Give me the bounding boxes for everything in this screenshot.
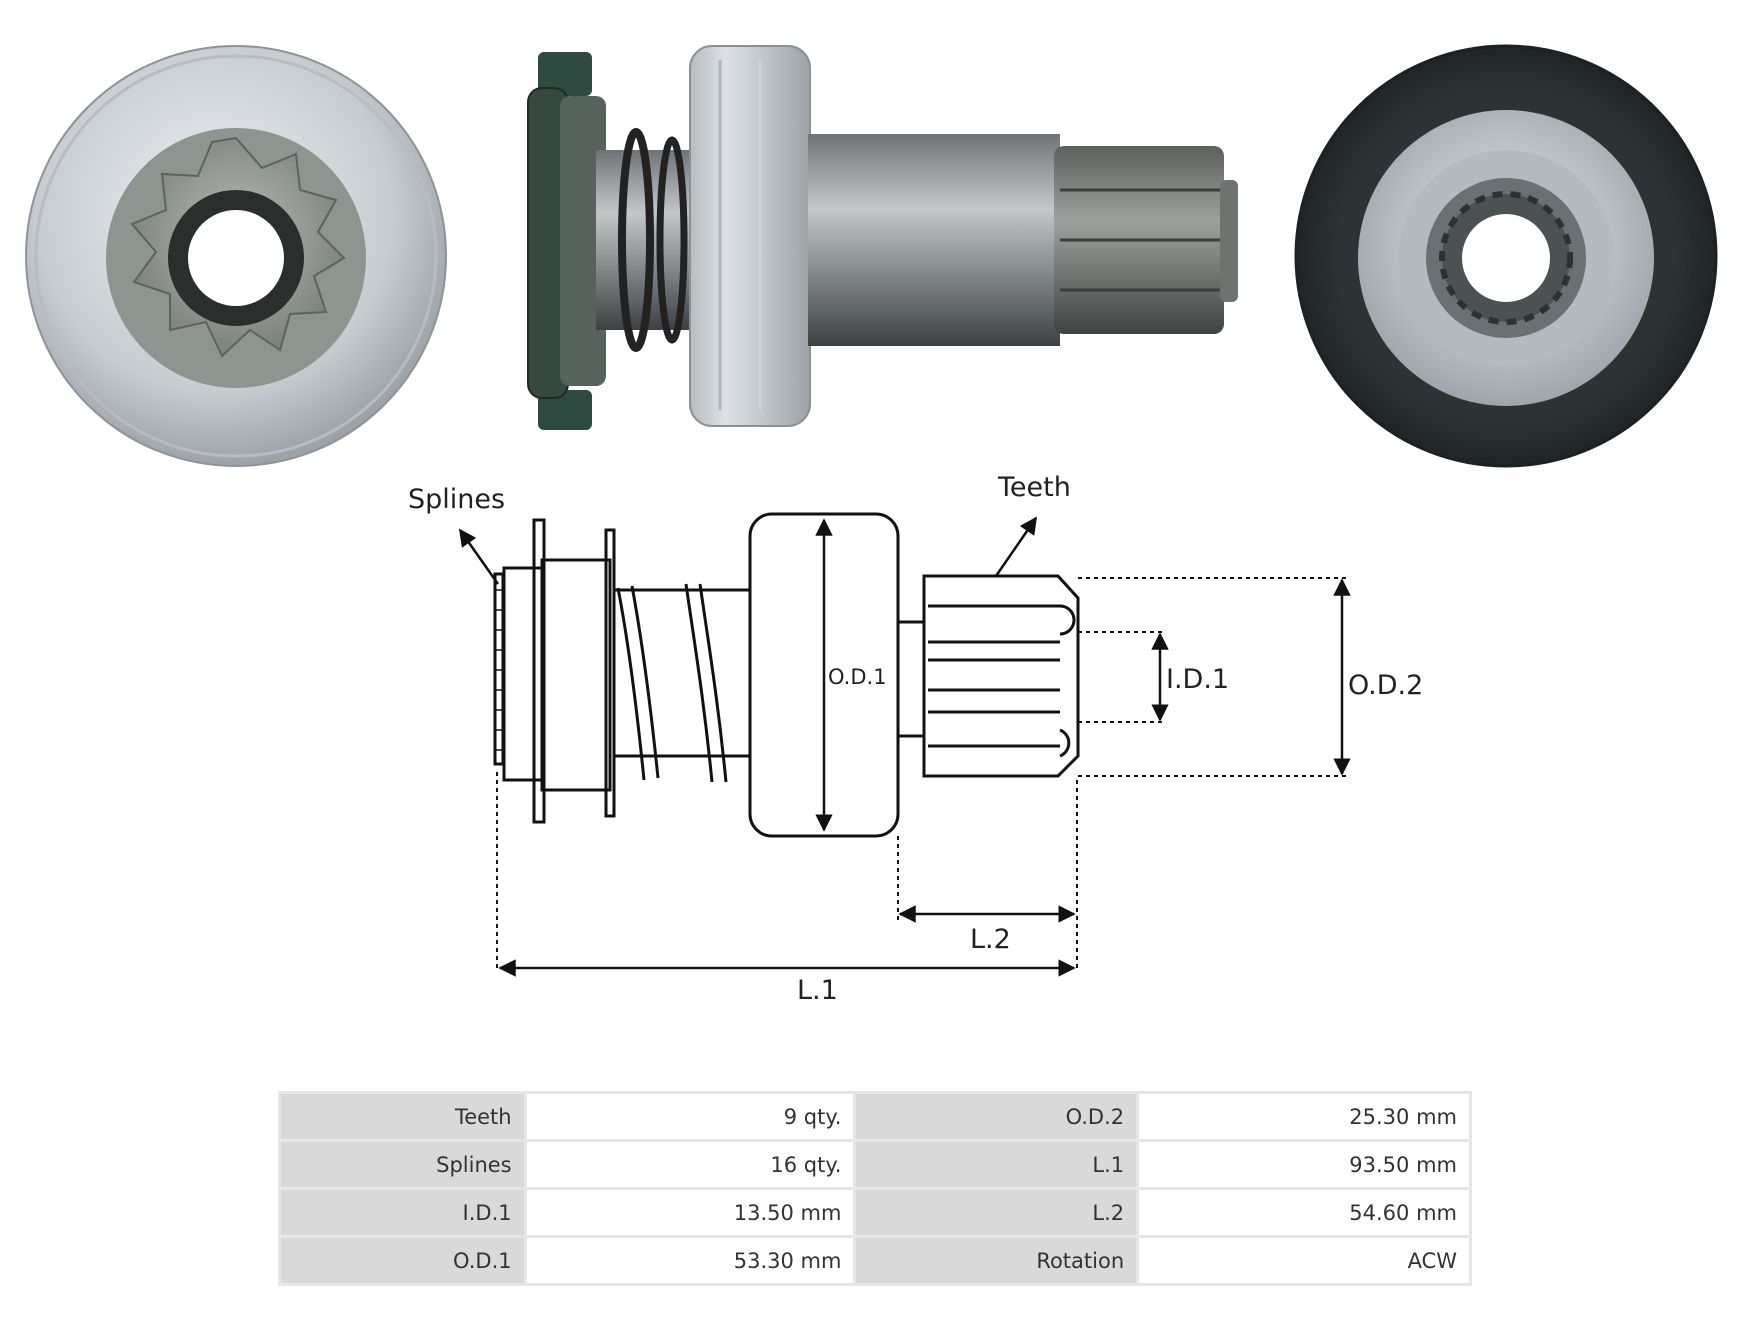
spec-value-l1: 93.50 mm	[1139, 1142, 1469, 1187]
spec-label-rotation: Rotation	[856, 1238, 1137, 1283]
l2-label: L.2	[970, 924, 1011, 955]
dimension-drawing: Splines Teeth O.D.1 O.D.2 I.D.1 L.1 L.2	[408, 472, 1423, 1006]
product-photos	[25, 44, 1718, 468]
table-row: Teeth 9 qty. O.D.2 25.30 mm	[281, 1094, 1469, 1139]
spec-label-id1: I.D.1	[281, 1190, 524, 1235]
splines-label: Splines	[408, 484, 505, 515]
spec-label-teeth: Teeth	[281, 1094, 524, 1139]
spec-label-l1: L.1	[856, 1142, 1137, 1187]
id1-label: I.D.1	[1166, 664, 1229, 695]
spec-label-l2: L.2	[856, 1190, 1137, 1235]
spec-label-od1: O.D.1	[281, 1238, 524, 1283]
spec-value-rotation: ACW	[1139, 1238, 1469, 1283]
drive-gear-front-photo	[25, 45, 447, 467]
table-row: I.D.1 13.50 mm L.2 54.60 mm	[281, 1190, 1469, 1235]
od2-label: O.D.2	[1348, 670, 1423, 701]
spec-value-l2: 54.60 mm	[1139, 1190, 1469, 1235]
spec-value-od2: 25.30 mm	[1139, 1094, 1469, 1139]
od1-label: O.D.1	[828, 665, 887, 689]
table-row: Splines 16 qty. L.1 93.50 mm	[281, 1142, 1469, 1187]
spec-value-id1: 13.50 mm	[526, 1190, 854, 1235]
l1-label: L.1	[797, 975, 838, 1006]
splines-pointer-arrow	[458, 528, 500, 585]
spec-value-splines: 16 qty.	[526, 1142, 854, 1187]
spec-value-teeth: 9 qty.	[526, 1094, 854, 1139]
spec-table: Teeth 9 qty. O.D.2 25.30 mm Splines 16 q…	[278, 1091, 1472, 1286]
spec-label-splines: Splines	[281, 1142, 524, 1187]
table-row: O.D.1 53.30 mm Rotation ACW	[281, 1238, 1469, 1283]
drive-side-photo	[527, 45, 1238, 430]
teeth-label: Teeth	[997, 472, 1071, 503]
spec-value-od1: 53.30 mm	[526, 1238, 854, 1283]
drive-rear-photo	[1294, 44, 1718, 468]
teeth-pointer-arrow	[994, 516, 1038, 577]
spec-label-od2: O.D.2	[856, 1094, 1137, 1139]
